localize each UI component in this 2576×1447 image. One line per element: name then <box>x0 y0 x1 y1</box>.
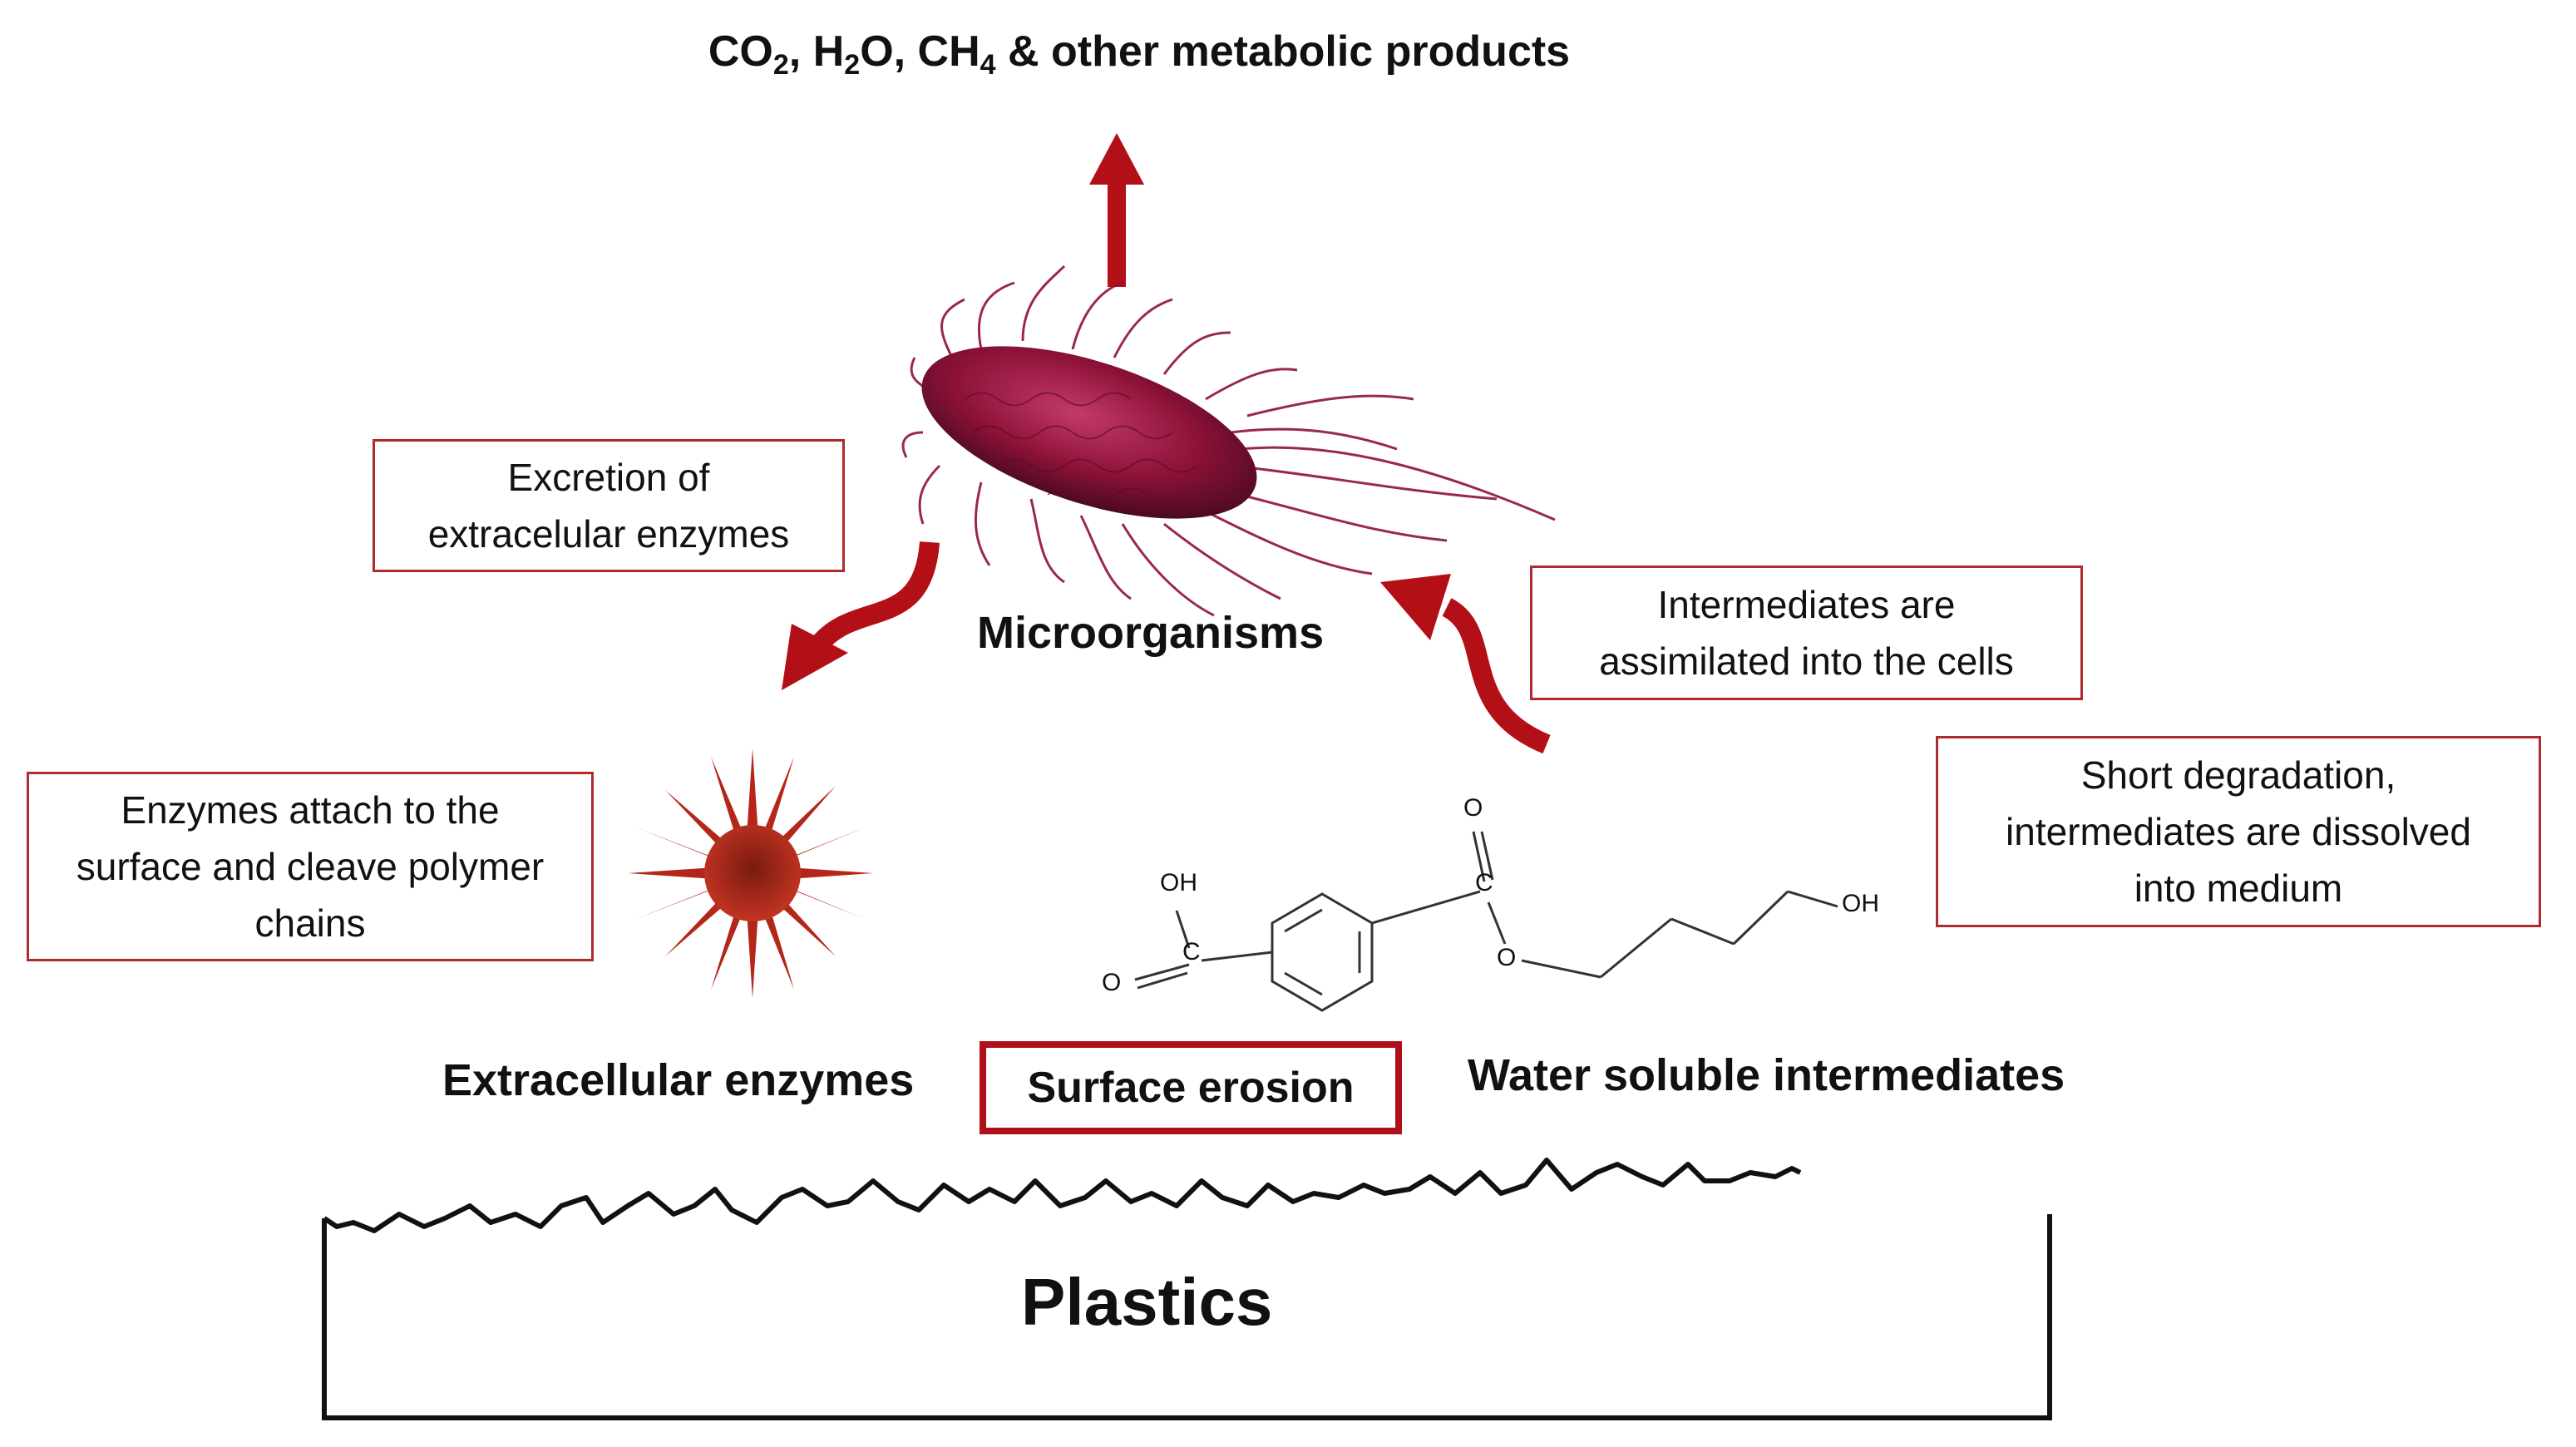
ch4-text: CH <box>917 27 980 76</box>
surface-erosion-box: Surface erosion <box>980 1041 1402 1134</box>
water-soluble-label: Water soluble intermediates <box>1468 1050 2065 1100</box>
excretion-text: Excretion of extracelular enzymes <box>427 456 790 556</box>
enzymes-attach-text: Enzymes attach to the surface and cleave… <box>76 788 545 945</box>
excretion-box: Excretion of extracelular enzymes <box>373 439 845 572</box>
h2o-subscript: 2 <box>844 49 861 81</box>
plastics-label: Plastics <box>1021 1265 1273 1339</box>
assimilation-text: Intermediates are assimilated into the c… <box>1599 583 2014 683</box>
ch4-subscript: 4 <box>980 49 996 81</box>
enzyme-particle-icon <box>628 748 873 998</box>
molecule-oh-left: OH <box>1160 869 1197 896</box>
curved-arrow-up-icon <box>1380 574 1551 754</box>
molecule-o-top: O <box>1463 794 1483 822</box>
surface-erosion-label: Surface erosion <box>1027 1064 1355 1112</box>
arrow-up-icon <box>1089 133 1144 287</box>
curved-arrow-down-icon <box>782 541 940 690</box>
bacterium-icon <box>901 264 1556 617</box>
molecule-oh-right: OH <box>1842 890 1879 917</box>
h2o-text: H <box>812 27 845 76</box>
microorganisms-label: Microorganisms <box>977 608 1325 658</box>
short-degradation-box: Short degradation, intermediates are dis… <box>1936 736 2541 927</box>
enzymes-attach-box: Enzymes attach to the surface and cleave… <box>27 772 594 961</box>
extracellular-enzymes-label: Extracellular enzymes <box>442 1055 915 1105</box>
co2-text: CO <box>708 27 773 76</box>
molecule-structure <box>1134 831 1838 1012</box>
molecule-c-right: C <box>1475 869 1493 896</box>
co2-subscript: 2 <box>772 49 789 81</box>
molecule-o-ester: O <box>1497 944 1517 971</box>
h2o-text-end: O <box>860 27 894 76</box>
molecule-o-left: O <box>1102 969 1122 996</box>
title-rest: & other metabolic products <box>995 27 1571 76</box>
molecule-c-left: C <box>1182 938 1201 965</box>
assimilation-box: Intermediates are assimilated into the c… <box>1530 565 2083 700</box>
plastics-block <box>322 1158 2052 1420</box>
short-degradation-text: Short degradation, intermediates are dis… <box>2006 753 2471 910</box>
diagram-title: CO2, H2O, CH4 & other metabolic products <box>708 27 1571 81</box>
